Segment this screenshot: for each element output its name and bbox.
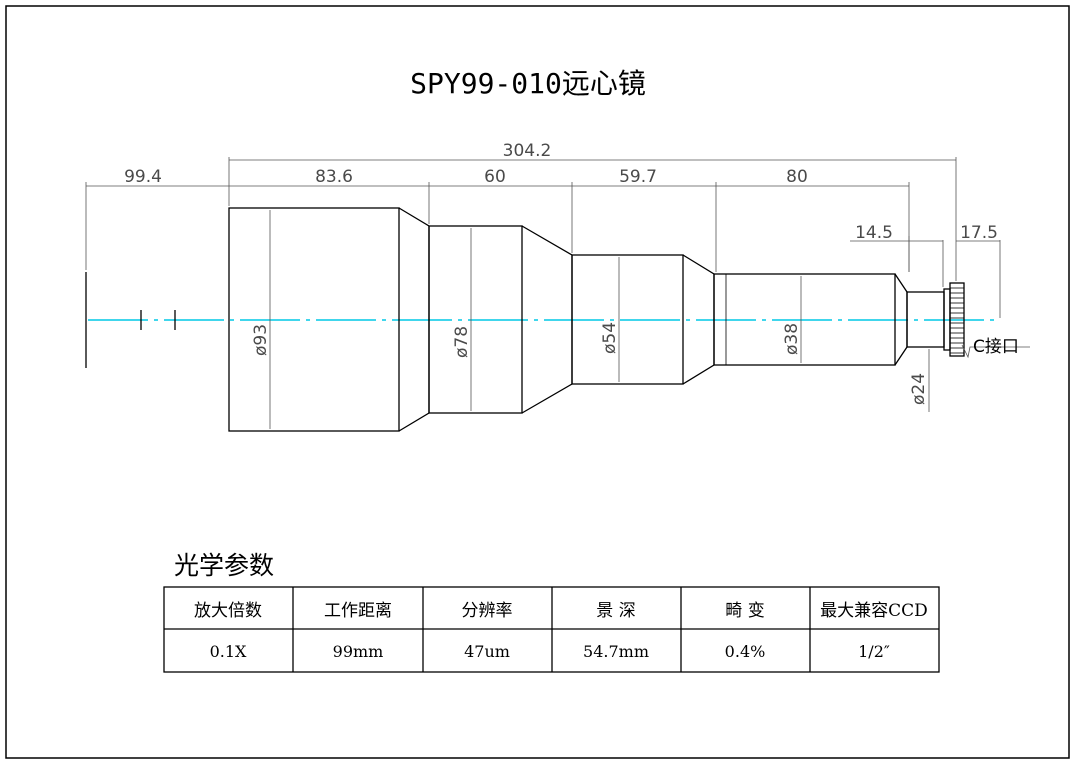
- spec-value-distortion: 0.4%: [725, 642, 766, 661]
- spec-header-distortion: 畸 变: [725, 601, 764, 621]
- dim-diameter-54: ø54: [600, 322, 620, 354]
- spec-value-resolution: 47um: [464, 642, 510, 661]
- horizontal-dimensions: [85, 157, 1001, 318]
- dim-second-barrel-length: 60: [484, 167, 506, 187]
- specs-table: 放大倍数 工作距离 分辨率 景 深 畸 变 最大兼容CCD 0.1X 99mm …: [163, 586, 940, 673]
- front-barrel: [228, 207, 400, 432]
- dim-diameter-93: ø93: [251, 324, 271, 356]
- dim-diameter-38: ø38: [782, 323, 802, 355]
- drawing-title: SPY99-010远心镜: [410, 67, 646, 100]
- lens-body: [228, 207, 965, 432]
- sheet-border: [5, 5, 1070, 759]
- spec-value-magnification: 0.1X: [210, 642, 247, 661]
- dim-front-barrel-length: 83.6: [315, 167, 353, 187]
- dim-flange-length: 17.5: [960, 223, 998, 243]
- dim-third-barrel-length: 59.7: [619, 167, 657, 187]
- dim-diameter-24: ø24: [909, 373, 929, 405]
- diameter-dimensions: [269, 210, 930, 429]
- specs-heading: 光学参数: [174, 551, 274, 580]
- spec-header-magnification: 放大倍数: [194, 601, 262, 621]
- spec-value-working-distance: 99mm: [333, 642, 384, 661]
- spec-header-resolution: 分辨率: [462, 601, 513, 621]
- dim-diameter-78: ø78: [452, 326, 472, 358]
- dim-neck-length: 14.5: [855, 223, 893, 243]
- dim-overall-length: 304.2: [503, 141, 552, 161]
- rear-barrel: [713, 273, 896, 366]
- spec-header-depth-of-field: 景 深: [596, 601, 635, 621]
- dim-rear-barrel-length: 80: [786, 167, 808, 187]
- c-mount-thread: [949, 282, 965, 357]
- c-mount-label: C接口: [973, 337, 1019, 357]
- spec-value-max-ccd: 1/2″: [858, 642, 890, 661]
- object-plane: [85, 272, 176, 368]
- third-barrel: [571, 254, 684, 385]
- spec-header-max-ccd: 最大兼容CCD: [820, 601, 928, 621]
- second-barrel: [428, 225, 523, 414]
- spec-value-depth-of-field: 54.7mm: [583, 642, 649, 661]
- mount-leader: [961, 344, 1030, 359]
- spec-header-working-distance: 工作距离: [324, 601, 392, 621]
- dim-working-distance: 99.4: [124, 167, 162, 187]
